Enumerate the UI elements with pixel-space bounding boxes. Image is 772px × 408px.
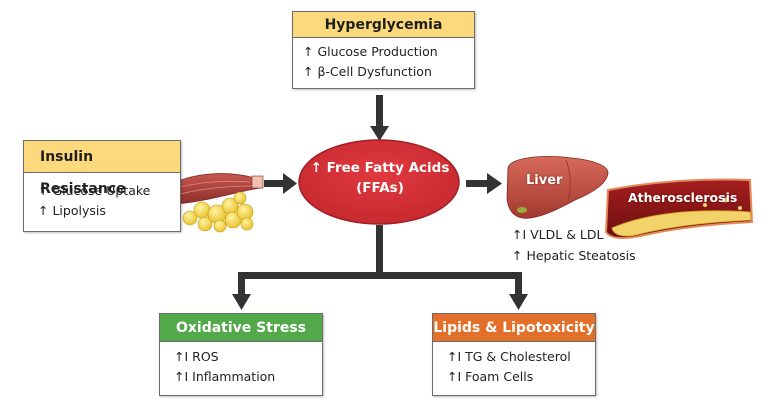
hyperglycemia-item: ↑ Glucose Production	[303, 44, 438, 59]
ffa-label-line1: ↑ Free Fatty Acids	[310, 160, 450, 176]
ffa-label: ↑ Free Fatty Acids (FFAs)	[300, 158, 460, 198]
oxidative-stress-item: ↑I ROS	[174, 349, 219, 364]
insulin-resistance-item: ↑ Lipolysis	[38, 203, 106, 218]
arrow-ffa-to-liver	[466, 173, 502, 194]
liver-illustration	[506, 156, 609, 219]
liver-item: ↑ Hepatic Steatosis	[512, 248, 636, 263]
lipids-item: ↑I TG & Cholesterol	[447, 349, 571, 364]
ffa-ellipse	[298, 139, 460, 225]
arrow-ffa-branch	[232, 225, 528, 310]
atherosclerosis-label: Atherosclerosis	[628, 190, 738, 205]
atherosclerosis-vessel-illustration	[604, 178, 754, 240]
oxidative-stress-title: Oxidative Stress	[160, 314, 322, 342]
oxidative-stress-box: Oxidative Stress ↑I ROS ↑I Inflammation	[159, 313, 323, 396]
insulin-resistance-box: Insulin Resistance ↑ Glucose Uptake ↑ Li…	[23, 140, 181, 232]
insulin-resistance-title: Insulin Resistance	[24, 141, 180, 197]
oxidative-stress-item: ↑I Inflammation	[174, 369, 276, 384]
hyperglycemia-box: Hyperglycemia ↑ Glucose Production ↑ β-C…	[292, 11, 475, 89]
liver-item: ↑I VLDL & LDL	[512, 227, 604, 242]
hyperglycemia-title: Hyperglycemia	[293, 12, 474, 38]
lipids-lipotoxicity-title: Lipids & Lipotoxicity	[433, 314, 595, 342]
lipids-item: ↑I Foam Cells	[447, 369, 534, 384]
arrow-hyperglycemia-to-ffa	[370, 95, 389, 141]
ffa-label-line2: (FFAs)	[356, 180, 404, 196]
hyperglycemia-item: ↑ β-Cell Dysfunction	[303, 64, 432, 79]
arrow-insulin-to-ffa	[264, 173, 297, 194]
liver-label: Liver	[526, 173, 563, 188]
insulin-resistance-item: ↑ Glucose Uptake	[38, 183, 151, 198]
lipids-lipotoxicity-box: Lipids & Lipotoxicity ↑I TG & Cholestero…	[432, 313, 596, 396]
